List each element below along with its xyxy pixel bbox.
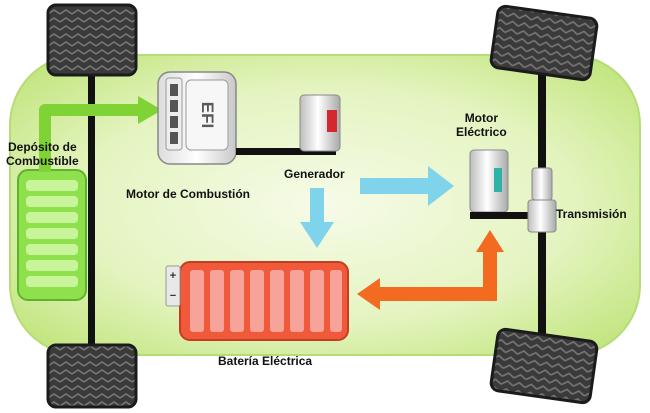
transmission bbox=[527, 167, 557, 233]
wheel-front-right bbox=[46, 343, 138, 409]
label-fuel-tank-line2: Combustible bbox=[6, 154, 79, 168]
label-fuel-tank-line1: Depósito de bbox=[8, 140, 77, 154]
engine-badge: EFI bbox=[198, 102, 217, 128]
label-transmission: Transmisión bbox=[556, 207, 627, 221]
front-axle bbox=[88, 40, 95, 370]
battery: + − bbox=[165, 261, 349, 341]
electric-motor bbox=[469, 149, 509, 213]
generator-to-motor-arrow bbox=[360, 166, 454, 206]
label-electric-motor-line2: Eléctrico bbox=[456, 125, 507, 139]
label-generator: Generador bbox=[284, 167, 345, 181]
label-combustion-engine: Motor de Combustión bbox=[126, 187, 250, 201]
combustion-engine: EFI bbox=[157, 71, 237, 165]
generator-to-battery-arrow bbox=[300, 188, 334, 248]
label-battery: Batería Eléctrica bbox=[218, 354, 313, 368]
label-fuel-tank: Depósito de Combustible bbox=[6, 140, 79, 168]
engine-generator-shaft bbox=[236, 148, 336, 155]
wheel-rear-right bbox=[489, 327, 599, 405]
motor-shaft bbox=[470, 212, 542, 219]
battery-minus-sign: − bbox=[170, 290, 176, 302]
label-electric-motor-line1: Motor bbox=[464, 111, 499, 125]
wheel-front-left bbox=[46, 3, 138, 77]
label-electric-motor: Motor Eléctrico bbox=[456, 111, 507, 139]
battery-plus-sign: + bbox=[170, 270, 176, 282]
generator bbox=[299, 94, 341, 152]
fuel-flow-arrow bbox=[39, 96, 162, 172]
wheel-rear-left bbox=[489, 4, 599, 82]
fuel-tank bbox=[17, 169, 87, 301]
battery-to-motor-arrow bbox=[357, 230, 504, 310]
